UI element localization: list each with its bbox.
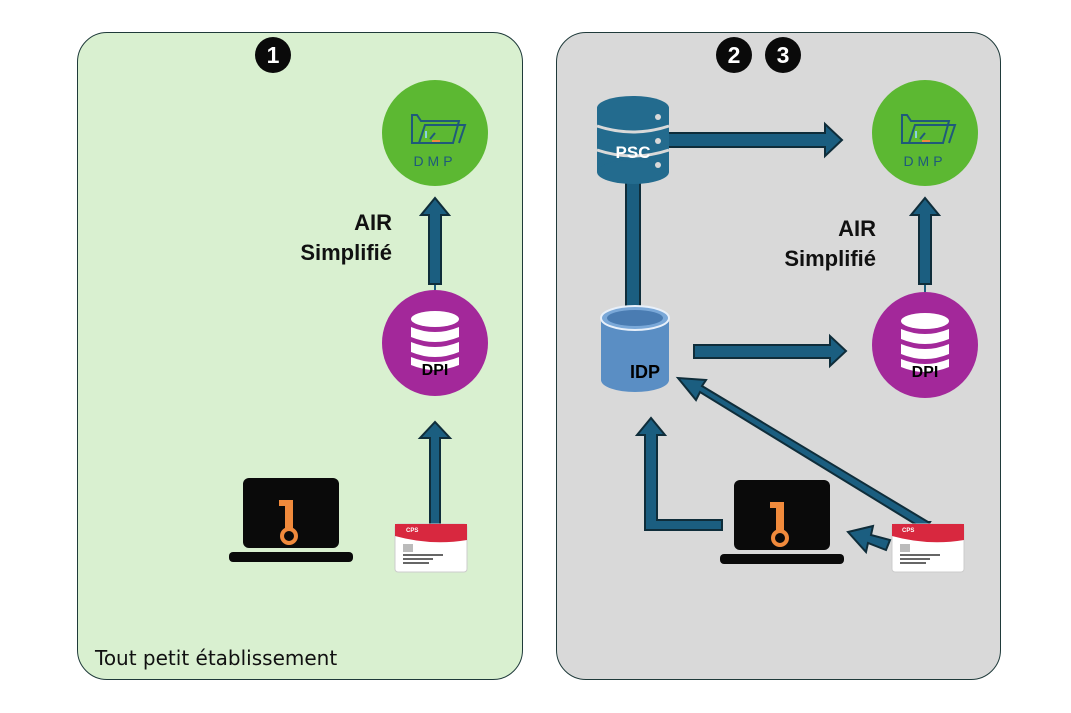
dmp-node-right bbox=[871, 79, 979, 187]
arrow-idp-to-dpi bbox=[693, 333, 848, 369]
air-label-right-line1: AIR bbox=[838, 216, 876, 241]
dpi-node-left bbox=[382, 290, 488, 396]
step-badge-1: 1 bbox=[255, 37, 291, 73]
air-label-right-line2: Simplifié bbox=[784, 246, 876, 271]
dmp-node-left bbox=[381, 79, 489, 187]
arrow-card-to-dpi bbox=[417, 420, 453, 531]
card-title-right: CPS bbox=[902, 528, 914, 534]
arrow-laptop-to-idp bbox=[634, 416, 723, 531]
card-title-left: CPS bbox=[406, 528, 418, 534]
laptop-key-icon-right bbox=[718, 478, 846, 566]
air-label-left-line2: Simplifié bbox=[300, 240, 392, 265]
arrow-psc-to-idp bbox=[625, 179, 641, 309]
laptop-key-icon-left bbox=[227, 476, 355, 564]
dpi-node-right bbox=[872, 292, 978, 398]
idp-label: IDP bbox=[630, 362, 660, 382]
step-badge-3: 3 bbox=[765, 37, 801, 73]
dpi-label-right: DPI bbox=[912, 364, 939, 381]
psc-label: PSC bbox=[616, 143, 651, 162]
arrow-dpi-to-dmp-right bbox=[908, 196, 942, 292]
arrow-dpi-to-dmp bbox=[418, 196, 452, 290]
dpi-label-left: DPI bbox=[422, 362, 449, 379]
air-label-left: AIR Simplifié bbox=[280, 208, 392, 268]
arrow-psc-to-dmp bbox=[663, 121, 844, 159]
dmp-label-left: DMP bbox=[413, 153, 456, 169]
step-badge-2: 2 bbox=[716, 37, 752, 73]
psc-server-icon bbox=[596, 96, 670, 184]
idp-database-icon bbox=[600, 305, 670, 392]
panel-footer-label: Tout petit établissement bbox=[95, 646, 338, 670]
dmp-label-right: DMP bbox=[903, 153, 946, 169]
air-label-left-line1: AIR bbox=[354, 210, 392, 235]
arrow-card-to-idp bbox=[675, 376, 932, 532]
air-label-right: AIR Simplifié bbox=[764, 214, 876, 274]
arrow-card-to-laptop bbox=[846, 524, 892, 555]
